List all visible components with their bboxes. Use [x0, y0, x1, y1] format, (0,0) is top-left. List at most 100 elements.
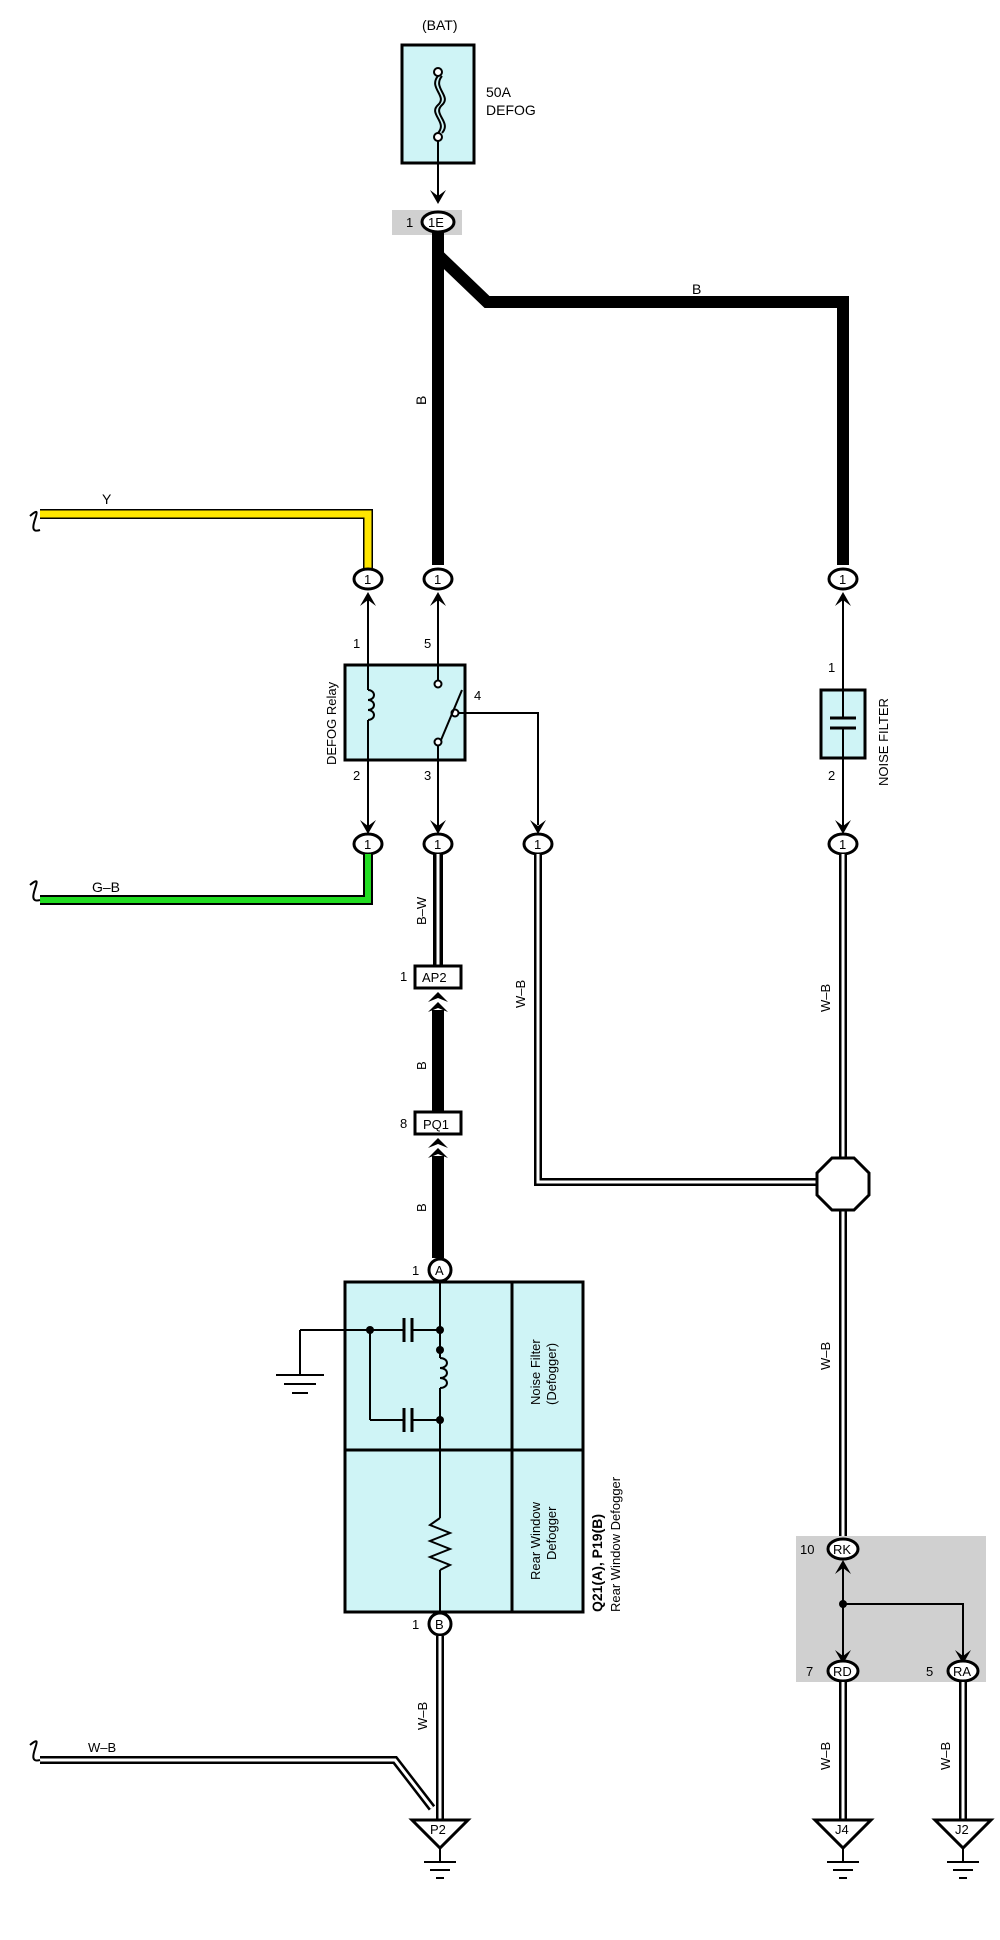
connector-label: 1 [839, 837, 846, 852]
arrow-down-ra [955, 1650, 971, 1664]
connector-label: 1 [434, 837, 441, 852]
defogger-pin-a-label: A [435, 1263, 444, 1278]
defogger-part-name: Rear Window Defogger [608, 1476, 623, 1612]
nf-pin-bottom: 2 [828, 768, 835, 783]
ground-icon [947, 1848, 979, 1879]
connector-ap2-code: AP2 [422, 970, 447, 985]
arrow-down-nf [835, 820, 851, 834]
wire-wb-ra-label: W–B [938, 1742, 953, 1770]
defogger-nf-label-1: Noise Filter [528, 1339, 543, 1405]
defogger-pin-b-label: B [435, 1617, 444, 1632]
defogger-box [343, 1280, 585, 1614]
relay-coil-icon [367, 665, 375, 760]
dot [366, 1326, 374, 1334]
connector-label: 1 [839, 572, 846, 587]
wire-wb-left-label: W–B [88, 1740, 116, 1755]
wire-green-outline [40, 854, 373, 905]
wire-wb-rd-label: W–B [818, 1742, 833, 1770]
resistor-icon [427, 1450, 453, 1612]
dot [436, 1416, 444, 1424]
wire-bw-label: B–W [414, 896, 429, 925]
junction-ra-num: 5 [926, 1664, 933, 1679]
connector-label: 1 [534, 837, 541, 852]
wire-wb-left [40, 1756, 436, 1811]
wire-b-trunk-label: B [413, 396, 429, 405]
defogger-part-code: Q21(A), P19(B) [589, 1514, 605, 1612]
ground-j4-triangle [811, 1818, 875, 1851]
battery-source-label: (BAT) [422, 17, 458, 33]
relay-pin-4: 4 [474, 688, 481, 703]
ground-icon [827, 1848, 859, 1879]
arrow-1e-in [430, 190, 446, 204]
relay-pin-2: 2 [353, 768, 360, 783]
relay-switch-icon [433, 665, 465, 760]
junction-ra-label: RA [953, 1664, 971, 1679]
wire-break-y [29, 510, 41, 532]
ground-p2-label: P2 [430, 1822, 446, 1837]
wire-b-ap2-pq1-label: B [414, 1061, 429, 1070]
noise-filter-name: NOISE FILTER [876, 698, 891, 786]
wire-wb-lower-right-label: W–B [818, 1342, 833, 1370]
junction-rk-label: RK [833, 1542, 851, 1557]
fuse-name-label: DEFOG [486, 102, 536, 118]
wire-break-gb [29, 880, 41, 902]
capacitor-icon [830, 690, 856, 758]
defogger-pin-a-num: 1 [412, 1263, 419, 1278]
relay-pin-3: 3 [424, 768, 431, 783]
connector-pq1-pin: 8 [400, 1116, 407, 1131]
wire-yellow-outline [40, 509, 373, 570]
junction-internal-branch [843, 1603, 964, 1660]
dot [839, 1600, 847, 1608]
ground-j2-triangle [931, 1818, 995, 1851]
wire-wb-nf-label: W–B [818, 984, 833, 1012]
connector-pq1-code: PQ1 [423, 1117, 449, 1132]
connector-noise-filter-top [827, 567, 859, 591]
ground-p2-triangle [408, 1818, 472, 1851]
wire-break-wb [29, 1740, 41, 1762]
relay-pin-5: 5 [424, 636, 431, 651]
defogger-pin-b-num: 1 [412, 1617, 419, 1632]
defogger-nf-label-2: (Defogger) [544, 1343, 559, 1405]
connector-ap2-pin: 1 [400, 969, 407, 984]
wire-b-pq1-a-label: B [414, 1203, 429, 1212]
connector-1e-pin: 1 [406, 215, 413, 230]
connector-label: 1 [364, 837, 371, 852]
arrow-up-nf [835, 592, 851, 606]
wire-gb-label: G–B [92, 879, 120, 895]
junction-ra [946, 1659, 980, 1683]
junction-rd [826, 1659, 860, 1683]
ground-j2-label: J2 [955, 1822, 969, 1837]
nf-pin-top: 1 [828, 660, 835, 675]
ground-icon [276, 1374, 324, 1394]
wire-b-branch [433, 250, 849, 565]
arrow-up-ap2-1 [428, 992, 448, 1002]
wire-wb-p2-label: W–B [415, 1702, 430, 1730]
wire-b-branch-label: B [692, 281, 701, 297]
relay-pin-1: 1 [353, 636, 360, 651]
wire-yellow [40, 510, 372, 570]
junction-rk-num: 10 [800, 1542, 814, 1557]
defog-relay-box [343, 663, 467, 762]
connector-1e-code: 1E [428, 215, 444, 230]
arrow-up-relay5 [430, 592, 446, 606]
dot [436, 1346, 444, 1354]
connector-label: 1 [434, 572, 441, 587]
wire-green [40, 854, 371, 903]
junction-rd-label: RD [833, 1664, 852, 1679]
wire-wb-relay4 [534, 854, 823, 1186]
junction-rd-num: 7 [806, 1664, 813, 1679]
junction-rk [826, 1537, 860, 1561]
connector-ap2 [413, 964, 463, 990]
ground-icon [424, 1848, 456, 1879]
junction-block-shade [796, 1536, 986, 1682]
arrow-up-ap2-2 [428, 1002, 448, 1012]
wire-relay-pin4 [465, 712, 539, 825]
relay-name: DEFOG Relay [324, 681, 339, 765]
fuse-amp-label: 50A [486, 84, 512, 100]
defogger-rw-label-1: Rear Window [528, 1501, 543, 1580]
connector-label: 1 [364, 572, 371, 587]
arrow-down-relay2 [360, 820, 376, 834]
arrow-up-pq1-1 [428, 1138, 448, 1148]
arrow-down-relay4 [530, 820, 546, 834]
defogger-rw-label-2: Defogger [544, 1506, 559, 1560]
